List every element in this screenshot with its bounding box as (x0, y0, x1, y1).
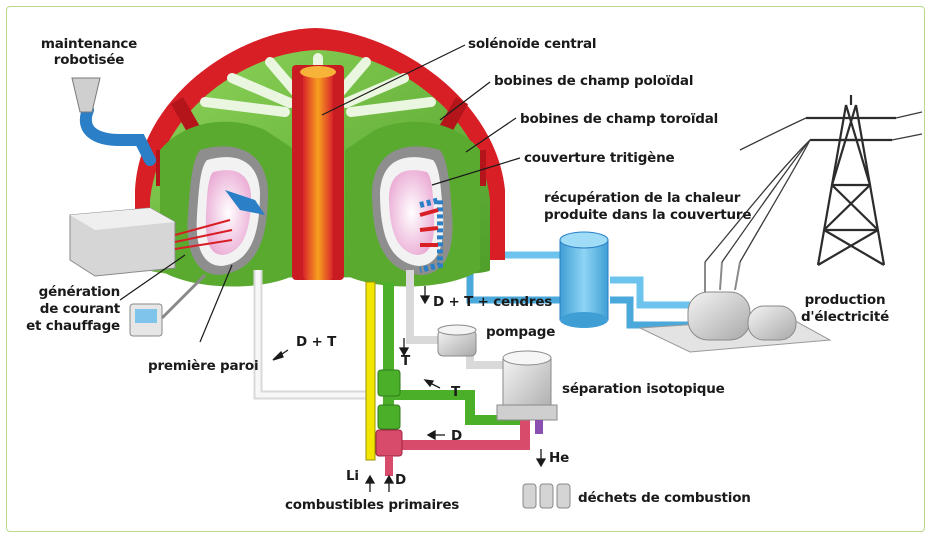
lithium-pipe (365, 281, 376, 461)
label-dt: D + T (296, 334, 337, 350)
heat-exchanger-tank (559, 239, 609, 321)
pump-inlet-pipe (406, 270, 440, 344)
flow-arrows (272, 286, 547, 492)
diagram-frame (6, 6, 925, 532)
label-couverture: couverture tritigène (524, 150, 675, 166)
label-dechets: déchets de combustion (578, 490, 751, 506)
helium-outlet (535, 420, 543, 434)
generator-lead-3 (734, 261, 741, 291)
tritium-junction (377, 369, 401, 397)
label-maintenance-text: maintenance robotisée (40, 36, 138, 68)
label-dt-cendres: D + T + cendres (433, 294, 553, 310)
label-generation-3: et chauffage (26, 318, 120, 334)
power-pylon (806, 95, 896, 266)
exhaust-pipe-highlight (255, 270, 375, 398)
heat-exchanger-top (559, 231, 609, 249)
separation-tank-top (502, 350, 552, 366)
label-combustibles: combustibles primaires (285, 497, 460, 513)
label-generation-2: de courant (39, 301, 120, 317)
label-maintenance: maintenance robotisée (34, 36, 144, 68)
turbine (687, 291, 751, 341)
tritium-return-pipe (394, 390, 520, 425)
control-cable (160, 273, 207, 320)
deuterium-return-pipe (392, 420, 530, 450)
tritium-junction-lower (377, 404, 401, 430)
pump-top (437, 324, 477, 336)
tritium-riser (383, 282, 394, 432)
label-premiere-paroi: première paroi (148, 358, 259, 374)
label-poloidal: bobines de champ poloïdal (494, 73, 694, 89)
exhaust-pipe (253, 270, 375, 400)
label-pompage: pompage (486, 324, 556, 340)
label-separation: séparation isotopique (562, 381, 725, 397)
leader-lines (119, 44, 521, 343)
label-d: D (451, 428, 463, 444)
blanket-coolant-loop (419, 196, 443, 273)
steam-pipe (610, 276, 690, 309)
label-recuperation-2: produite dans la couverture (544, 207, 752, 223)
label-toroidal: bobines de champ toroïdal (520, 111, 719, 127)
robot-arm (79, 104, 156, 166)
blanket-modules (419, 208, 439, 247)
solenoid-top (300, 66, 336, 78)
label-recuperation-1: récupération de la chaleur (544, 190, 741, 206)
separation-base (496, 404, 558, 421)
label-generation-1: génération (38, 284, 121, 300)
return-pipe (610, 296, 690, 329)
waste-drums (522, 483, 571, 509)
heating-beams (174, 219, 233, 250)
label-d-primary: D (395, 472, 407, 488)
label-t1: T (401, 353, 411, 369)
label-he: He (549, 450, 570, 466)
label-li: Li (346, 468, 359, 484)
control-screen (135, 309, 157, 323)
robot-grapple (71, 77, 101, 113)
generator-lead-2 (719, 261, 723, 291)
heat-exchanger-bottom (560, 312, 608, 328)
deuterium-feed (385, 456, 393, 476)
right-plasma (389, 170, 435, 255)
label-production-1: production (804, 292, 886, 308)
central-solenoid (303, 70, 333, 280)
injector-top (70, 208, 175, 230)
deuterium-junction (375, 429, 403, 457)
robot-end-effector (225, 190, 265, 215)
label-production-2: d'électricité (800, 309, 890, 325)
label-solenoide: solénoïde central (468, 36, 597, 52)
generator (747, 305, 797, 341)
power-lines (704, 111, 923, 263)
label-t2: T (451, 384, 461, 400)
